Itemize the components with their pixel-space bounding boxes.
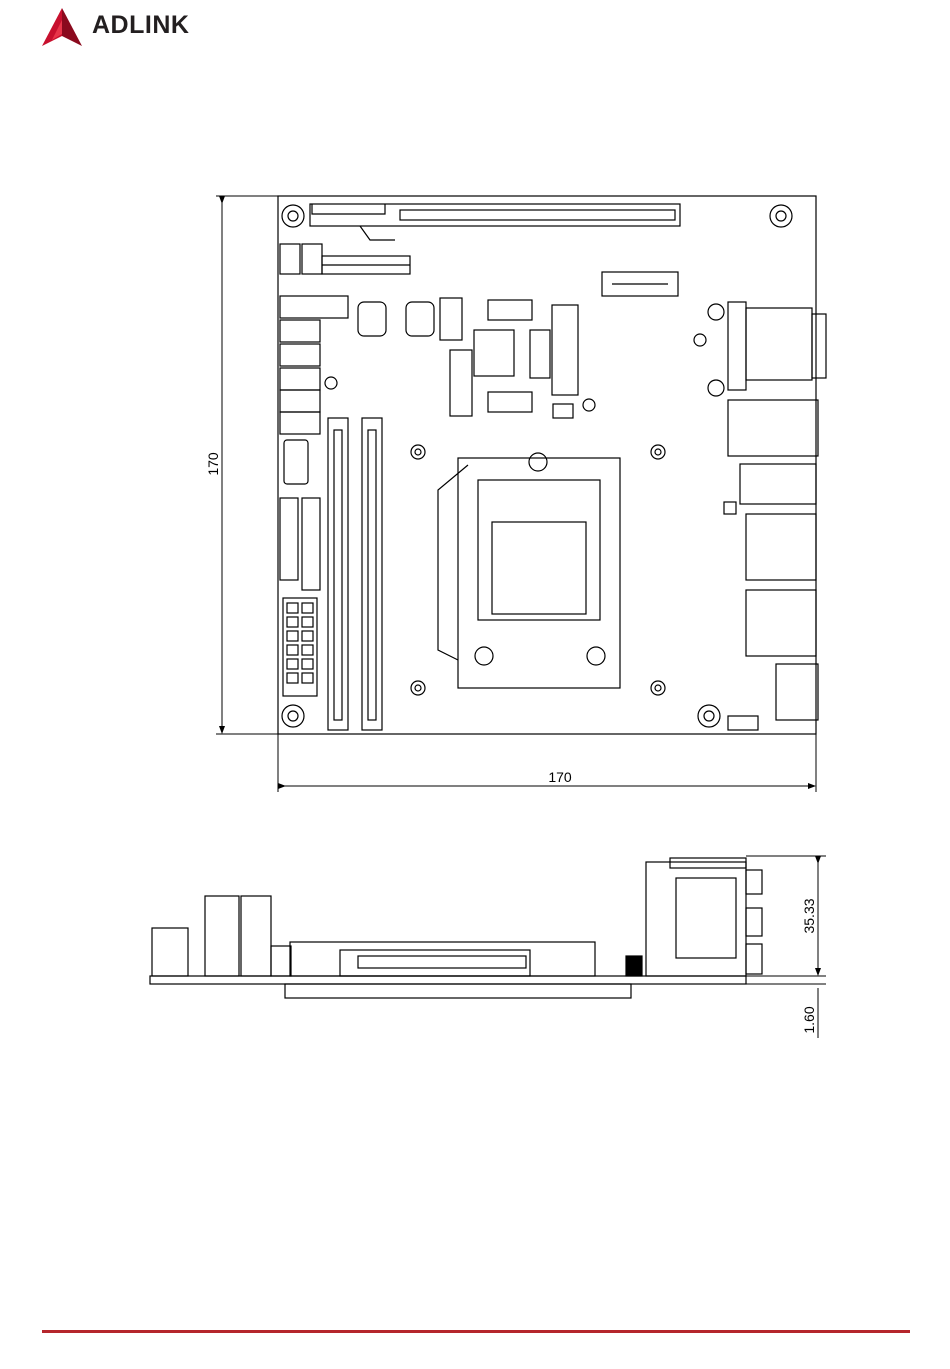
- mounting-holes: [282, 205, 792, 727]
- height-dimension-label: 170: [205, 452, 221, 476]
- top-view-board: [278, 196, 826, 734]
- rear-io: [708, 302, 826, 730]
- width-dimension-label: 170: [548, 769, 572, 785]
- side-view-board: [150, 858, 762, 998]
- footer-rule: [42, 1330, 910, 1333]
- power-pins: [287, 603, 313, 683]
- pcie-slot: [310, 204, 680, 240]
- cpu-socket: [438, 453, 620, 688]
- side-height-dimension-label: 35.33: [801, 898, 817, 933]
- top-view-dimensions: [216, 196, 816, 792]
- pcb-thickness-dimension-label: 1.60: [801, 1006, 817, 1033]
- dimm-slots: [328, 418, 382, 730]
